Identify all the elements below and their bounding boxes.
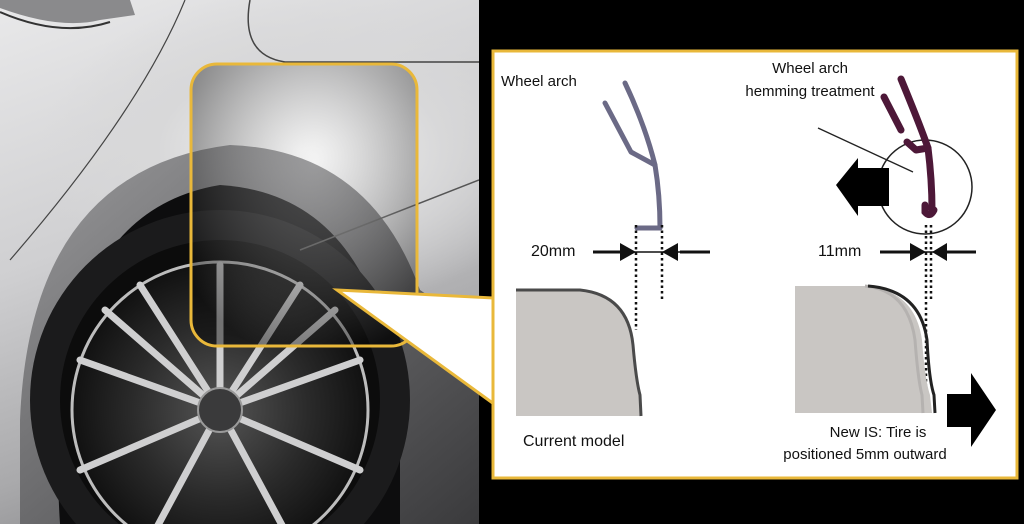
dimension-arrow-right-icon — [910, 243, 926, 261]
new-tire-section — [795, 286, 932, 413]
new-is-diagram — [795, 75, 996, 447]
label-wheel-arch-new: Wheel arch — [772, 60, 848, 77]
current-model-diagram — [516, 80, 710, 417]
caption-new-is-line2: positioned 5mm outward — [783, 446, 947, 463]
measurement-current: 20mm — [531, 243, 576, 260]
arrow-right-icon — [947, 373, 996, 447]
caption-new-is-line1: New IS: Tire is — [829, 424, 927, 441]
highlight-frame — [189, 62, 419, 348]
current-arch-inner — [602, 100, 658, 168]
measurement-new: 11mm — [818, 243, 862, 260]
current-tire-section — [516, 290, 641, 416]
caption-current-model: Current model — [523, 433, 625, 450]
dimension-arrow-left-icon — [662, 243, 678, 261]
label-hemming-treatment: hemming treatment — [745, 83, 875, 100]
arrow-left-icon — [836, 158, 889, 216]
label-wheel-arch-current: Wheel arch — [501, 73, 577, 90]
leader-line — [817, 127, 914, 173]
wheel-emblem — [197, 387, 243, 433]
dimension-arrow-left-icon — [932, 243, 947, 261]
dimension-arrow-right-icon — [620, 243, 636, 261]
